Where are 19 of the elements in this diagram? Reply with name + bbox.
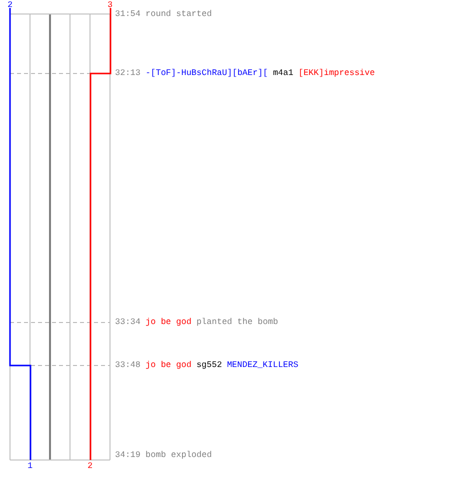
name-text: sg552 [196,360,222,370]
event-text: bomb exploded [146,450,212,460]
name-text: -[ToF]-HuBsChRaU][bAEr][ [146,68,268,78]
player-count: 2 [87,461,93,471]
event-text: 33:34 [115,317,141,327]
name-text: MENDEZ_KILLERS [226,360,298,370]
name-text: [EKK]impressive [298,68,375,78]
event-text: planted the bomb [196,317,278,327]
event-text: 32:13 [115,68,141,78]
player-count: 3 [107,0,113,10]
name-text: jo be god [146,360,192,370]
event-text: 34:19 [115,450,141,460]
event-text: round started [146,9,212,19]
name-text: m4a1 [272,68,294,78]
event-text: 33:48 [115,360,141,370]
player-count: 1 [27,461,33,471]
player-count: 2 [7,0,13,10]
event-text: 31:54 [115,9,141,19]
name-text: jo be god [146,317,192,327]
